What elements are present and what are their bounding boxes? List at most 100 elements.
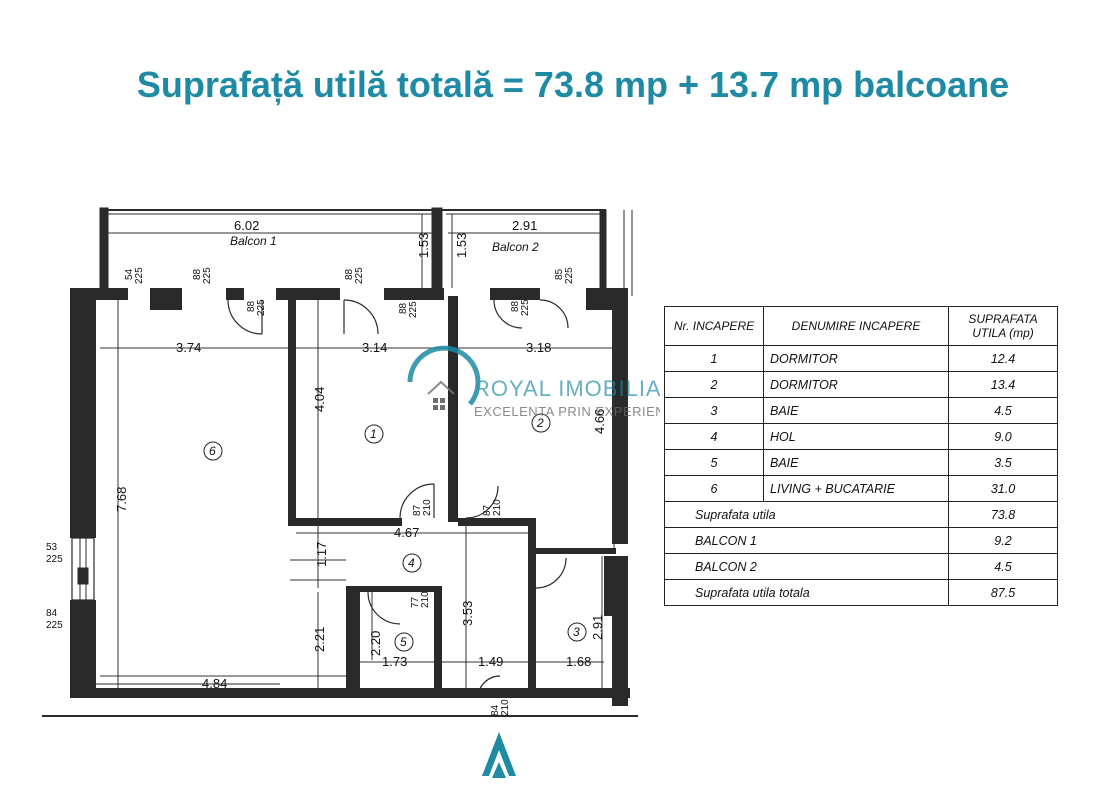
row-area: 13.4 (948, 371, 1058, 398)
dim-r6-width: 3.74 (176, 340, 201, 355)
table-row: 2 DORMITOR 13.4 (664, 371, 1058, 398)
opening-d5-top: 87 (482, 504, 493, 516)
summary-label: Suprafata utila totala (664, 579, 949, 606)
dim-r3-height: 2.91 (590, 615, 605, 640)
dim-balcon2-depth: 1.53 (454, 233, 469, 258)
dim-r5-height: 2.20 (368, 631, 383, 656)
summary-label: Suprafata utila (664, 501, 949, 528)
balcony-2-label: Balcon 2 (492, 240, 539, 254)
table-row: 3 BAIE 4.5 (664, 397, 1058, 424)
summary-area: 73.8 (948, 501, 1058, 528)
opening-d4-bot: 210 (422, 499, 433, 516)
row-nr: 5 (664, 449, 764, 476)
bottom-lines (42, 683, 638, 717)
opening-lw2-top: 84 (46, 608, 58, 619)
dim-r5-width: 1.73 (382, 654, 407, 669)
opening-lw1-top: 53 (46, 542, 58, 553)
opening-d5-bot: 210 (492, 499, 503, 516)
dim-balcon1-depth: 1.53 (416, 233, 431, 258)
watermark-brand: ROYAL IMOBILIARE (474, 376, 660, 401)
room-number-1: 1 (370, 427, 377, 441)
row-name: HOL (763, 423, 949, 450)
room-number-5: 5 (400, 635, 407, 649)
summary-area: 9.2 (948, 527, 1058, 554)
dim-r6-bottom: 4.84 (202, 676, 227, 691)
opening-d3-bot: 225 (520, 299, 531, 316)
opening-d4-top: 87 (412, 504, 423, 516)
summary-label: BALCON 2 (664, 553, 949, 580)
opening-d7-top: 84 (490, 704, 501, 716)
dim-balcon1-width: 6.02 (234, 218, 259, 233)
opening-w4-bot: 225 (564, 267, 575, 284)
interior-walls (288, 296, 616, 698)
row-name: BAIE (763, 449, 949, 476)
opening-d2-top: 88 (398, 302, 409, 314)
dimension-lines (100, 214, 615, 688)
summary-label: BALCON 1 (664, 527, 949, 554)
opening-d2-bot: 225 (408, 301, 419, 318)
dim-r2-height: 4.66 (592, 409, 607, 434)
watermark-tagline: EXCELENTA PRIN EXPERIENTA (474, 404, 660, 419)
table-row: 4 HOL 9.0 (664, 423, 1058, 450)
dim-r1-width: 3.14 (362, 340, 387, 355)
row-area: 3.5 (948, 449, 1058, 476)
dim-hall-bottom: 1.49 (478, 654, 503, 669)
row-nr: 6 (664, 475, 764, 502)
opening-w3-bot: 225 (354, 267, 365, 284)
dim-hall-depth: 3.53 (460, 601, 475, 626)
row-area: 9.0 (948, 423, 1058, 450)
room-number-3: 3 (573, 625, 580, 639)
watermark: ROYAL IMOBILIARE EXCELENTA PRIN EXPERIEN… (407, 345, 660, 419)
row-name: DORMITOR (763, 371, 949, 398)
summary-row: Suprafata utila 73.8 (664, 501, 1058, 528)
row-area: 12.4 (948, 345, 1058, 372)
row-area: 31.0 (948, 475, 1058, 502)
row-nr: 4 (664, 423, 764, 450)
watermark-house-icon (407, 345, 481, 406)
table-row: 1 DORMITOR 12.4 (664, 345, 1058, 372)
row-name: LIVING + BUCATARIE (763, 475, 949, 502)
dim-balcon2-width: 2.91 (512, 218, 537, 233)
summary-row: BALCON 2 4.5 (664, 553, 1058, 580)
opening-d1-top: 88 (246, 300, 257, 312)
room-number-4: 4 (408, 556, 415, 570)
dim-r1-height: 4.04 (312, 387, 327, 412)
room-number-6: 6 (209, 444, 216, 458)
opening-w3-top: 88 (344, 268, 355, 280)
opening-w4-top: 85 (554, 268, 565, 280)
room-markers (203, 413, 587, 652)
page-headline: Suprafață utilă totală = 73.8 mp + 13.7 … (136, 64, 1010, 105)
header-area: SUPRAFATA UTILA (mp) (948, 306, 1058, 346)
dim-r2-width: 3.18 (526, 340, 551, 355)
opening-d3-top: 88 (510, 300, 521, 312)
opening-d6-bot: 210 (420, 591, 431, 608)
opening-lw2-bot: 225 (46, 620, 63, 631)
dim-r3-width: 1.68 (566, 654, 591, 669)
room-number-2: 2 (536, 416, 544, 430)
opening-w2-top: 88 (192, 268, 203, 280)
table-row: 6 LIVING + BUCATARIE 31.0 (664, 475, 1058, 502)
row-nr: 2 (664, 371, 764, 398)
opening-d7-bot: 210 (500, 699, 511, 716)
dim-r6-lower: 2.21 (312, 627, 327, 652)
opening-w1-bot: 225 (134, 267, 145, 284)
opening-w1-top: 54 (124, 268, 135, 280)
row-nr: 1 (664, 345, 764, 372)
left-windows (71, 537, 95, 601)
room-area-table: Nr. INCAPERE DENUMIRE INCAPERE SUPRAFATA… (664, 306, 1058, 606)
opening-d6-top: 77 (410, 596, 421, 608)
opening-d1-bot: 225 (256, 299, 267, 316)
balcony-1-label: Balcon 1 (230, 234, 277, 248)
entrance-arrow-icon (482, 732, 516, 776)
dim-r6-height: 7.68 (114, 487, 129, 512)
row-name: DORMITOR (763, 345, 949, 372)
summary-row: Suprafata utila totala 87.5 (664, 579, 1058, 606)
opening-lw1-bot: 225 (46, 554, 63, 565)
summary-area: 4.5 (948, 553, 1058, 580)
row-nr: 3 (664, 397, 764, 424)
door-swings (227, 299, 569, 699)
opening-labels: 54 225 88 225 88 225 88 225 88 225 88 22… (46, 267, 575, 716)
floor-plan: Balcon 1 Balcon 2 6.02 2.91 1.53 1.53 3.… (42, 207, 660, 778)
header-nr: Nr. INCAPERE (664, 306, 764, 346)
dim-hall-width: 4.67 (394, 525, 419, 540)
